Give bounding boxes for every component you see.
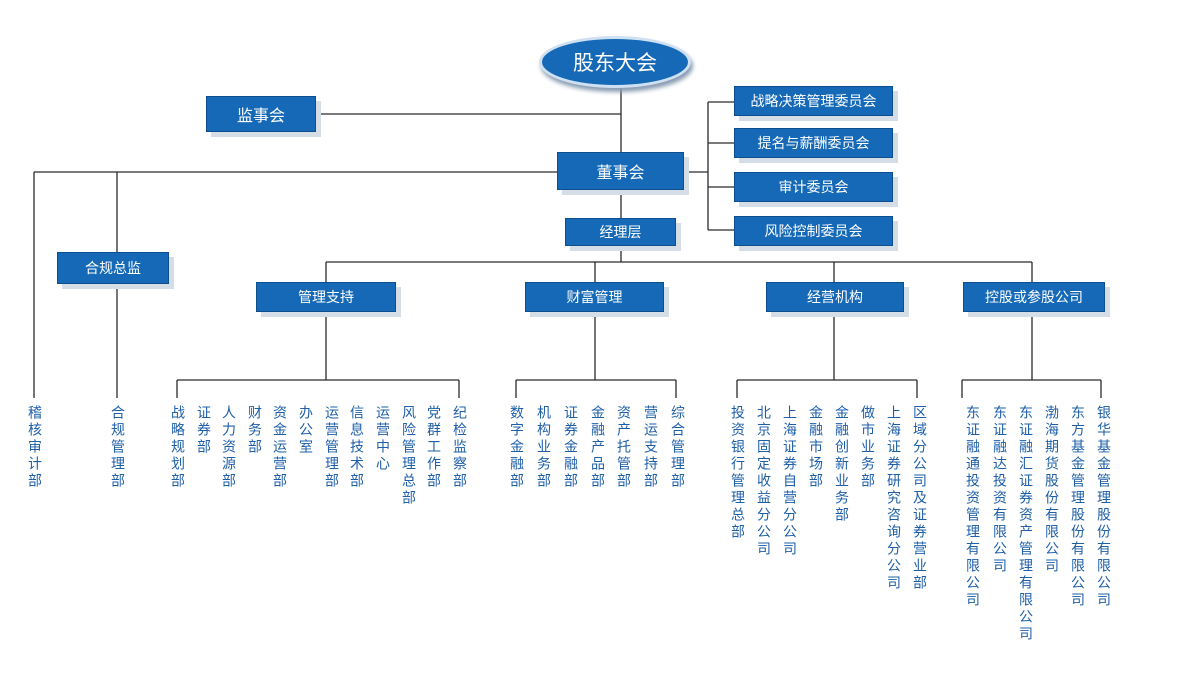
subsidiary-orient-fund: 东方基金管理股份有限公司 <box>1069 405 1085 609</box>
subsidiary-ronghui: 东证融汇证券资产管理有限公司 <box>1017 405 1033 643</box>
committee-strategy-node: 战略决策管理委员会 <box>734 86 893 116</box>
shareholders-meeting-node: 股东大会 <box>539 36 691 88</box>
committee-audit-node: 审计委员会 <box>734 172 893 202</box>
dept-financial-innovation: 金融创新业务部 <box>833 405 849 524</box>
dept-general-admin: 综合管理部 <box>669 405 685 490</box>
dept-market-making: 做市业务部 <box>859 405 875 490</box>
management-node: 经理层 <box>565 218 676 246</box>
dept-custody: 资产托管部 <box>615 405 631 490</box>
dept-securities: 证券部 <box>195 405 211 456</box>
group-business-units-node: 经营机构 <box>766 282 904 312</box>
dept-compliance: 合规管理部 <box>109 405 125 490</box>
subsidiary-rongda: 东证融达投资有限公司 <box>991 405 1007 575</box>
dept-institutional: 机构业务部 <box>535 405 551 490</box>
group-wealth-management-node: 财富管理 <box>525 282 664 312</box>
dept-hr: 人力资源部 <box>220 405 236 490</box>
dept-beijing-fixed-income: 北京固定收益分公司 <box>755 405 771 558</box>
subsidiary-rongtong: 东证融通投资管理有限公司 <box>964 405 980 609</box>
dept-party: 党群工作部 <box>425 405 441 490</box>
dept-investment-banking: 投资银行管理总部 <box>729 405 745 541</box>
dept-financial-products: 金融产品部 <box>589 405 605 490</box>
supervisory-board-node: 监事会 <box>206 96 316 132</box>
dept-operations-mgmt: 运营管理部 <box>323 405 339 490</box>
dept-strategy: 战略规划部 <box>169 405 185 490</box>
dept-risk: 风险管理总部 <box>400 405 416 507</box>
dept-discipline: 纪检监察部 <box>451 405 467 490</box>
compliance-director-node: 合规总监 <box>57 252 169 284</box>
group-management-support-node: 管理支持 <box>256 282 396 312</box>
subsidiary-yinhua-fund: 银华基金管理股份有限公司 <box>1095 405 1111 609</box>
dept-ops-support: 营运支持部 <box>642 405 658 490</box>
dept-regional-branches: 区域分公司及证券营业部 <box>911 405 927 592</box>
committee-nomination-node: 提名与薪酬委员会 <box>734 128 893 158</box>
dept-securities-finance: 证券金融部 <box>562 405 578 490</box>
dept-office: 办公室 <box>297 405 313 456</box>
dept-audit: 稽核审计部 <box>26 405 42 490</box>
board-of-directors-node: 董事会 <box>557 152 684 190</box>
dept-finance: 财务部 <box>246 405 262 456</box>
dept-it: 信息技术部 <box>348 405 364 490</box>
dept-shanghai-proprietary: 上海证券自营分公司 <box>781 405 797 558</box>
committee-risk-node: 风险控制委员会 <box>734 216 893 246</box>
dept-financial-markets: 金融市场部 <box>807 405 823 490</box>
dept-operations-center: 运营中心 <box>374 405 390 473</box>
dept-shanghai-research: 上海证券研究咨询分公司 <box>885 405 901 592</box>
group-subsidiaries-node: 控股或参股公司 <box>963 282 1105 312</box>
dept-digital-finance: 数字金融部 <box>508 405 524 490</box>
dept-treasury: 资金运营部 <box>271 405 287 490</box>
subsidiary-bohai-futures: 渤海期货股份有限公司 <box>1043 405 1059 575</box>
